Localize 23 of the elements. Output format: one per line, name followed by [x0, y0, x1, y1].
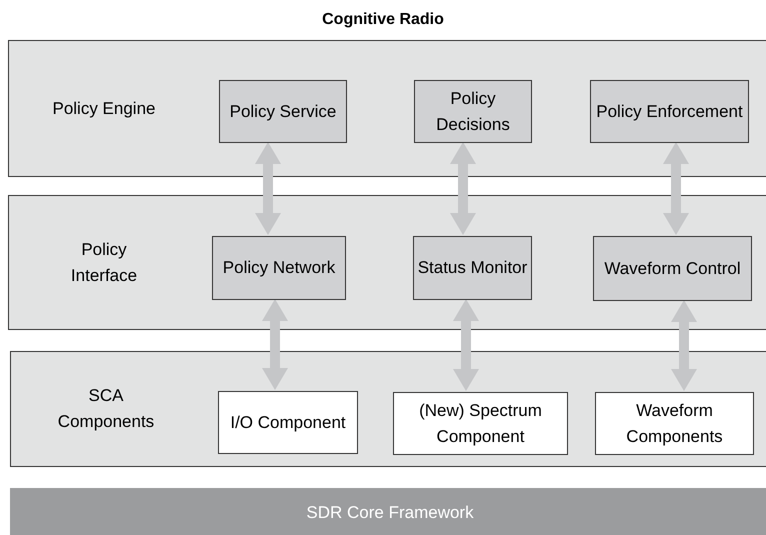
component-box: Policy Network [212, 236, 346, 300]
layer-band [8, 40, 766, 177]
double-arrow [453, 299, 479, 391]
component-box: I/O Component [218, 391, 358, 454]
component-box: (New) Spectrum Component [393, 392, 568, 455]
component-box: Status Monitor [413, 236, 532, 300]
diagram-title: Cognitive Radio [322, 10, 444, 30]
double-arrow [663, 142, 689, 235]
layer-band [10, 351, 766, 467]
layer-band [8, 195, 766, 330]
layer-label: Policy Engine [51, 98, 156, 120]
component-box: Waveform Components [595, 392, 754, 455]
component-box: Policy Decisions [414, 80, 532, 143]
component-box: Waveform Control [593, 236, 752, 301]
component-box: Policy Enforcement [590, 80, 749, 143]
component-box: Policy Service [219, 80, 347, 143]
layer-label: SCA Components [56, 385, 156, 433]
double-arrow [450, 142, 476, 235]
double-arrow [255, 142, 281, 235]
framework-bar: SDR Core Framework [10, 488, 766, 535]
layer-label: Policy Interface [70, 238, 138, 286]
double-arrow [671, 300, 697, 391]
double-arrow [262, 299, 288, 390]
